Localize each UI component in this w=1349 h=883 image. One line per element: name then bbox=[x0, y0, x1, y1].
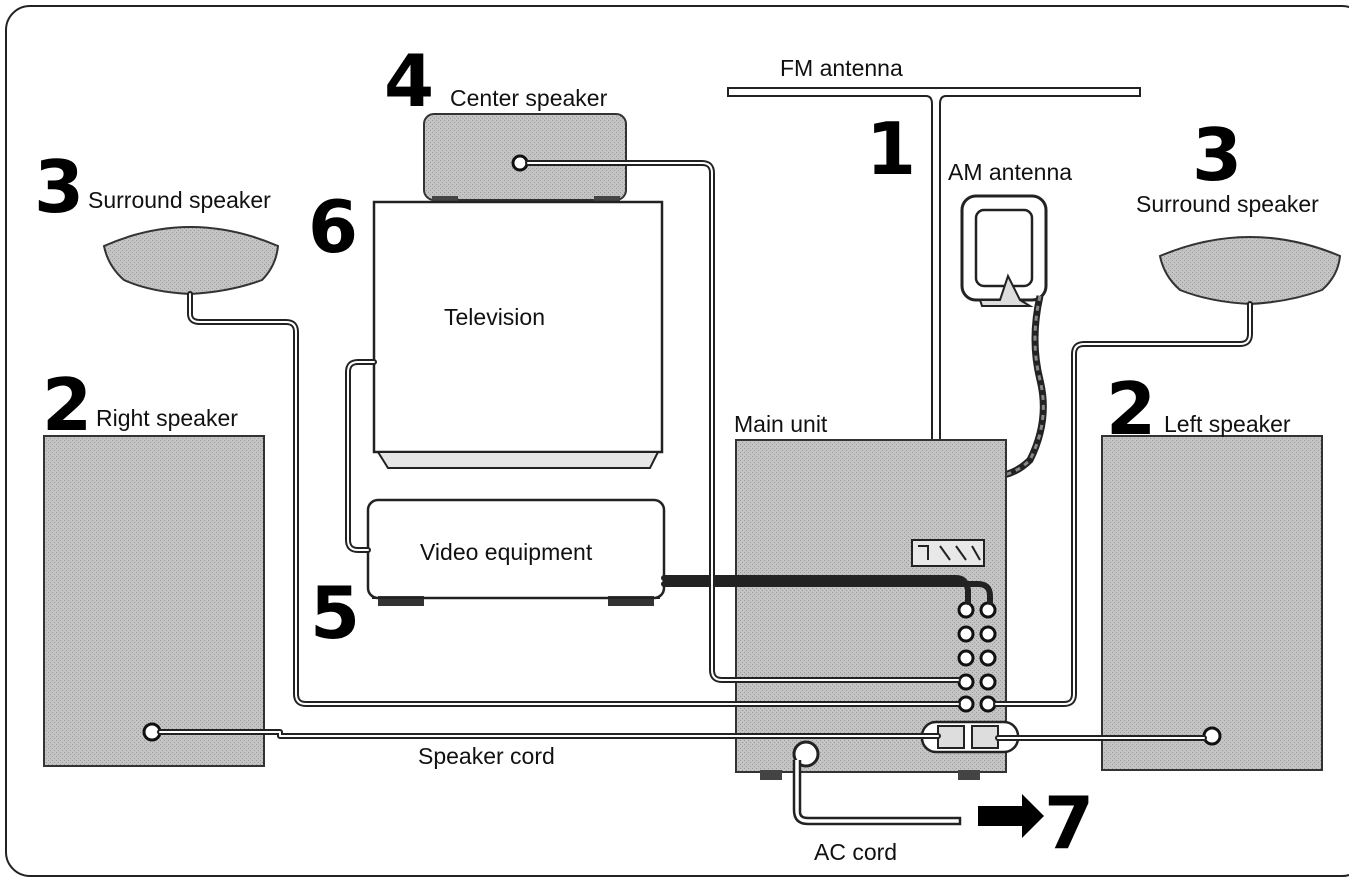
arrow-right-icon bbox=[978, 794, 1044, 838]
step-number-2-right: 2 bbox=[42, 363, 92, 447]
video-equipment-label: Video equipment bbox=[420, 539, 593, 565]
right-front-speaker bbox=[43, 435, 265, 767]
am-antenna-label: AM antenna bbox=[948, 159, 1072, 185]
television bbox=[372, 200, 664, 469]
main-unit-label: Main unit bbox=[734, 411, 828, 437]
step-number-4: 4 bbox=[384, 39, 434, 123]
surround-speaker-left bbox=[1158, 236, 1342, 306]
step-number-3-left: 3 bbox=[1192, 113, 1242, 197]
step-number-5: 5 bbox=[310, 571, 360, 655]
main-unit bbox=[735, 439, 1020, 780]
speaker-cord-label: Speaker cord bbox=[418, 743, 555, 769]
right-speaker-label: Right speaker bbox=[96, 405, 238, 431]
center-speaker bbox=[423, 113, 627, 204]
surround-speaker-right-label: Surround speaker bbox=[88, 187, 271, 213]
television-label: Television bbox=[444, 304, 545, 330]
surround-speaker-right bbox=[102, 226, 280, 296]
surround-speaker-left-label: Surround speaker bbox=[1136, 191, 1319, 217]
step-number-6: 6 bbox=[308, 185, 358, 269]
step-number-1: 1 bbox=[866, 107, 916, 191]
fm-antenna-label: FM antenna bbox=[780, 55, 903, 81]
left-speaker-label: Left speaker bbox=[1164, 411, 1291, 437]
diagram-frame bbox=[5, 5, 1349, 877]
left-front-speaker bbox=[1101, 435, 1323, 771]
step-number-3-right: 3 bbox=[34, 145, 84, 229]
step-number-7: 7 bbox=[1044, 781, 1094, 865]
center-speaker-label: Center speaker bbox=[450, 85, 608, 111]
step-number-2-left: 2 bbox=[1106, 367, 1156, 451]
ac-cord-label: AC cord bbox=[814, 839, 897, 865]
